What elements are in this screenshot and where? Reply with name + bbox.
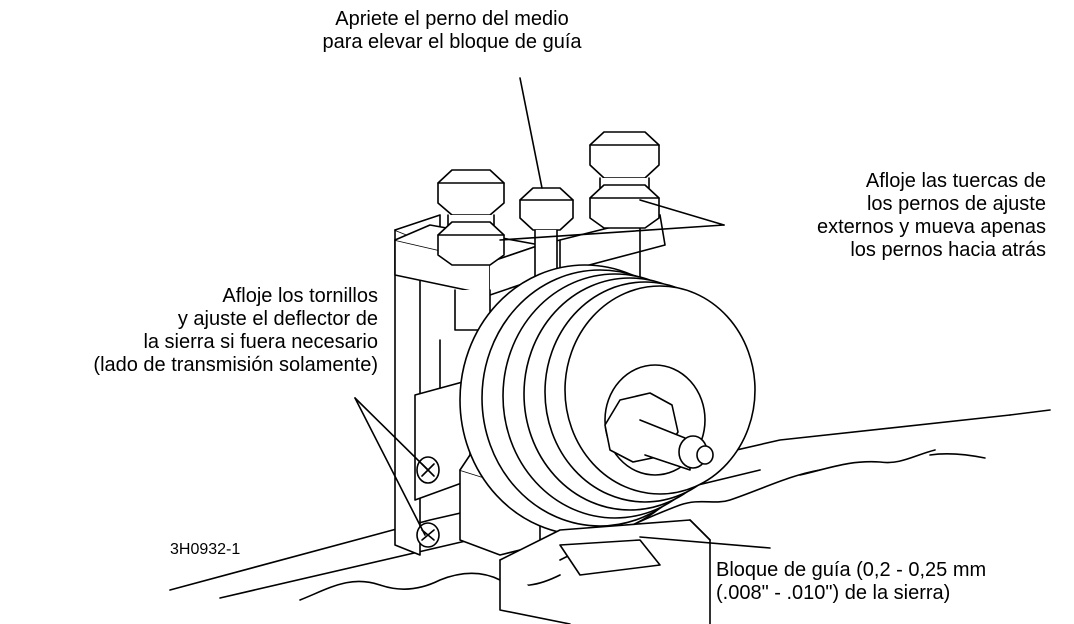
callout-line: la sierra si fuera necesario <box>143 331 378 353</box>
callout-line: y ajuste el deflector de <box>177 308 378 330</box>
callout-line: externos y mueva apenas <box>816 216 1046 238</box>
callout-line: (lado de transmisión solamente) <box>93 354 378 376</box>
guide-wheel <box>459 264 756 536</box>
leader-nuts-1 <box>639 199 725 226</box>
callout-guide-block: Bloque de guía (0,2 - 0,25 mm (.008" - .… <box>716 559 1066 605</box>
right-bolt <box>589 131 660 229</box>
callout-line: Afloje los tornillos <box>222 285 378 307</box>
callout-loosen-screws: Afloje los tornillos y ajuste el deflect… <box>0 285 378 377</box>
callout-line: Apriete el perno del medio <box>335 8 569 30</box>
guide-block <box>499 519 711 624</box>
callout-line: Bloque de guía (0,2 - 0,25 mm <box>716 559 987 581</box>
leader-nuts-2 <box>499 224 725 241</box>
callout-loosen-nuts: Afloje las tuercas de los pernos de ajus… <box>726 170 1046 262</box>
left-bolt <box>437 169 505 331</box>
callout-line: los pernos de ajuste <box>866 193 1046 215</box>
leader-guide <box>639 536 771 549</box>
leader-screws-1 <box>354 397 429 471</box>
leader-top <box>519 77 543 189</box>
callout-line: Afloje las tuercas de <box>865 170 1046 192</box>
callout-line: para elevar el bloque de guía <box>322 31 582 53</box>
callout-line: (.008" - .010") de la sierra) <box>716 582 951 604</box>
leader-screws-2 <box>354 397 426 536</box>
leader-lines <box>354 77 771 549</box>
callout-tighten-middle-bolt: Apriete el perno del medio para elevar e… <box>262 8 642 54</box>
callout-line: los pernos hacia atrás <box>850 239 1046 261</box>
figure-id: 3H0932-1 <box>170 541 241 558</box>
